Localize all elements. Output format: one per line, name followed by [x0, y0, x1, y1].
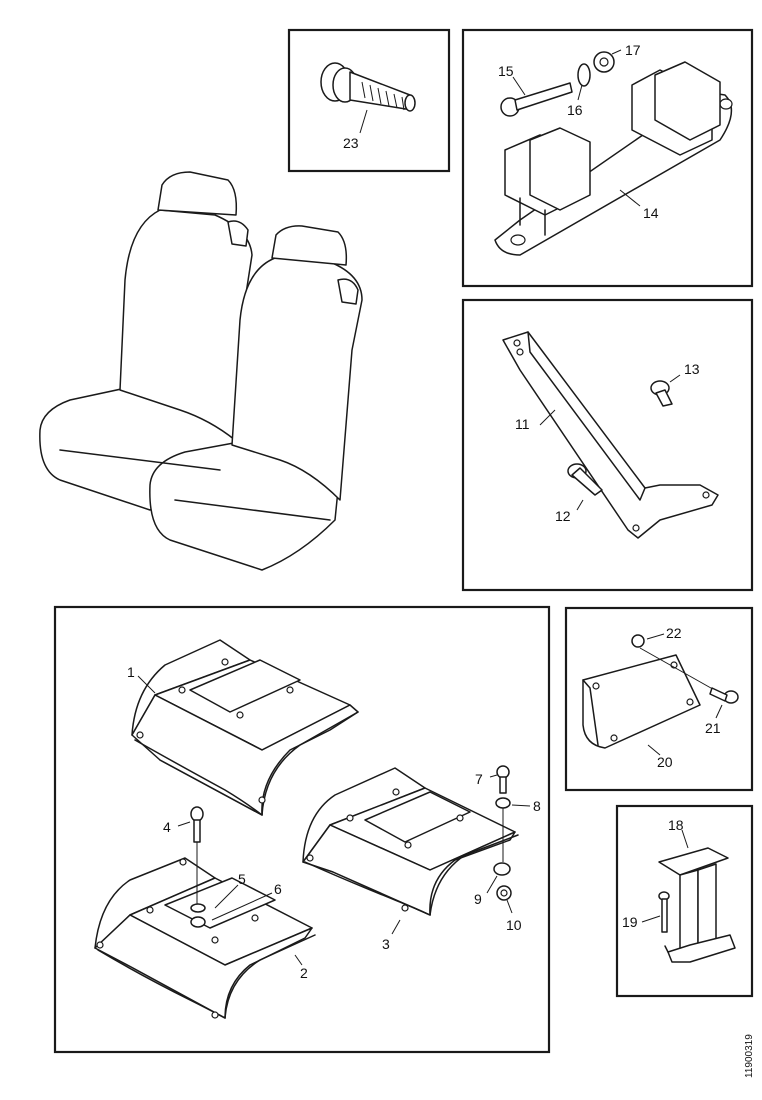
- mount-1: [131, 639, 359, 816]
- callout-11: 11: [515, 416, 530, 432]
- callout-17: 17: [625, 42, 641, 58]
- washer-16: [577, 63, 591, 87]
- panel-strut-11: 11 12 13: [461, 298, 754, 592]
- callout-12: 12: [555, 508, 571, 524]
- drawing-reference: 11900319: [744, 1034, 755, 1078]
- bolt-12: [567, 463, 603, 496]
- washer-8: [495, 797, 511, 809]
- callout-7: 7: [475, 771, 483, 787]
- nut-6: [190, 916, 206, 928]
- callout-1: 1: [127, 664, 135, 680]
- bolt-4: [190, 806, 204, 843]
- panel-bolt-23: 23: [287, 28, 451, 173]
- callout-18: 18: [668, 817, 684, 833]
- panel-plate-20: 22 21 20: [564, 606, 754, 792]
- mount-2: [94, 857, 316, 1019]
- nut-17: [593, 51, 615, 73]
- bracket-14-illustration: [494, 61, 733, 256]
- callout-10: 10: [506, 917, 522, 933]
- callout-6: 6: [274, 881, 282, 897]
- nut-22: [631, 634, 645, 648]
- bolt-15: [500, 82, 573, 117]
- callout-15: 15: [498, 63, 514, 79]
- callout-16: 16: [567, 102, 583, 118]
- callout-21: 21: [705, 720, 721, 736]
- callout-14: 14: [643, 205, 659, 221]
- callout-3: 3: [382, 936, 390, 952]
- callout-20: 20: [657, 754, 673, 770]
- panel-bracket-14: 15 16 17 14: [461, 28, 754, 288]
- nut-10: [496, 885, 512, 901]
- plate-20-illustration: [582, 647, 719, 749]
- callout-8: 8: [533, 798, 541, 814]
- panel-mounts-1-10: 1 3: [53, 605, 551, 1054]
- washer-9: [493, 862, 511, 876]
- bolt-19: [658, 891, 670, 933]
- bolt-7: [496, 765, 510, 794]
- callout-13: 13: [684, 361, 700, 377]
- callout-9: 9: [474, 891, 482, 907]
- mount-3: [302, 767, 519, 916]
- bolt-23-illustration: [320, 62, 416, 112]
- strut-11-illustration: [502, 331, 719, 539]
- panel-support-18: 18 19: [615, 804, 754, 998]
- callout-22: 22: [666, 625, 682, 641]
- callout-2: 2: [300, 965, 308, 981]
- washer-5: [190, 903, 206, 913]
- callout-4: 4: [163, 819, 171, 835]
- bolt-21: [709, 687, 739, 704]
- callout-19: 19: [622, 914, 638, 930]
- support-18-illustration: [658, 847, 736, 963]
- bolt-13: [650, 380, 673, 407]
- callout-23: 23: [343, 135, 359, 151]
- callout-5: 5: [238, 871, 246, 887]
- seats-illustration: [39, 171, 363, 571]
